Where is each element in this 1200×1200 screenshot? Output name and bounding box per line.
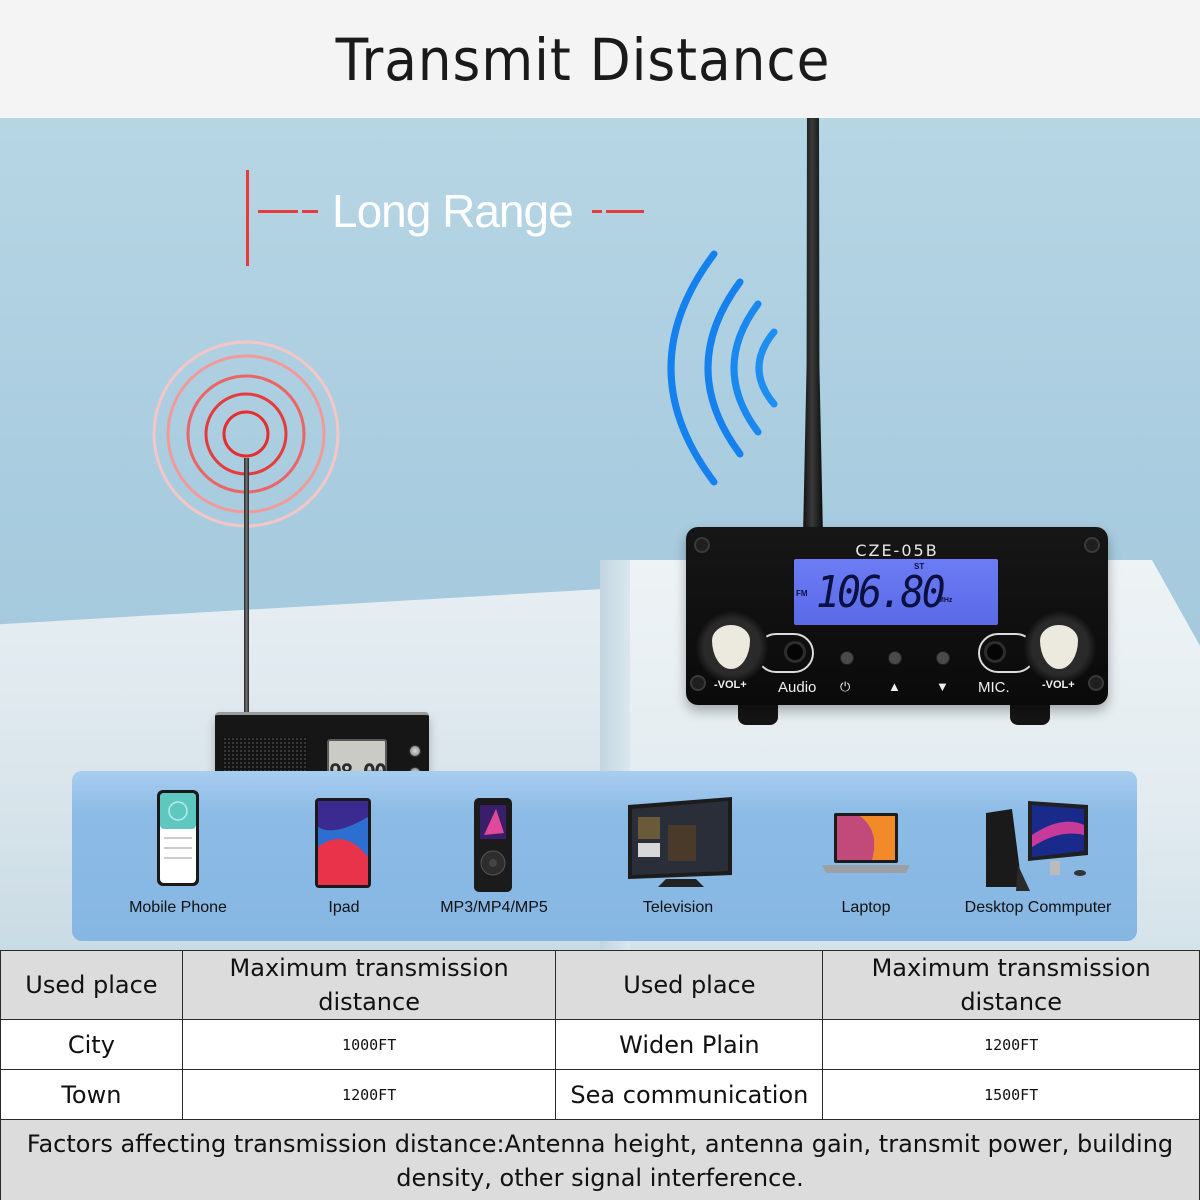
tv-icon [628, 797, 732, 887]
callout-dash [606, 210, 644, 213]
down-arrow-icon: ▼ [936, 679, 949, 694]
power-button [840, 651, 854, 665]
device-media-player: MP3/MP4/MP5 [440, 771, 548, 941]
screw-icon [690, 675, 706, 691]
header-max-distance: Maximum transmission distance [822, 950, 1200, 1020]
place-cell: Widen Plain [555, 1019, 824, 1070]
transmitter-display: FM ST 106.80 MHz [794, 559, 998, 625]
stereo-indicator: ST [914, 562, 925, 571]
down-button [936, 651, 950, 665]
callout-vertical-line [246, 170, 249, 266]
header-used-place: Used place [555, 950, 824, 1020]
right-volume-label: -VOL+ [1042, 679, 1075, 691]
left-volume-label: -VOL+ [714, 679, 747, 691]
tuning-button [409, 745, 421, 757]
title-bar: Transmit Distance [0, 0, 1200, 118]
frequency-readout: 106.80 [816, 567, 946, 618]
device-label: Laptop [841, 899, 891, 916]
table-header-row: Used place Maximum transmission distance… [0, 950, 1200, 1020]
right-volume-knob [1024, 611, 1096, 683]
power-icon: ⏻ [840, 679, 851, 694]
laptop-icon [822, 813, 910, 873]
audio-label: Audio [778, 679, 817, 696]
transmitter-foot [1010, 703, 1050, 725]
device-label: Television [642, 899, 714, 916]
transmission-distance-table: Used place Maximum transmission distance… [0, 950, 1200, 1200]
media-player-icon [474, 798, 512, 892]
device-label: Desktop Commputer [964, 899, 1112, 916]
screw-icon [694, 537, 710, 553]
header-used-place: Used place [0, 950, 183, 1020]
place-cell: Town [0, 1069, 183, 1120]
long-range-label: Long Range [332, 185, 574, 237]
up-button [888, 651, 902, 665]
transmitter-foot [738, 703, 778, 725]
distance-cell: 1000FT [181, 1019, 557, 1070]
distance-cell: 1200FT [822, 1019, 1200, 1070]
factors-note: Factors affecting transmission distance:… [0, 1119, 1200, 1200]
transmitter-antenna [803, 118, 823, 537]
frequency-unit: MHz [938, 597, 953, 604]
device-desktop-computer: Desktop Commputer [965, 771, 1111, 941]
fm-transmitter: CZE-05B FM ST 106.80 MHz -VOL+ Audio ⏻ ▲… [686, 527, 1108, 705]
callout-dash [592, 210, 602, 213]
device-label: Mobile Phone [129, 899, 227, 916]
device-label: Ipad [328, 899, 360, 916]
header-max-distance: Maximum transmission distance [181, 950, 557, 1020]
screw-icon [1088, 675, 1104, 691]
place-cell: City [0, 1019, 183, 1070]
distance-cell: 1500FT [822, 1069, 1200, 1120]
mic-jack [984, 641, 1006, 663]
table-row: City 1000FT Widen Plain 1200FT [0, 1019, 1200, 1070]
table-note-row: Factors affecting transmission distance:… [0, 1119, 1200, 1200]
radio-antenna [244, 458, 249, 714]
model-name: CZE-05B [855, 541, 939, 560]
device-label: MP3/MP4/MP5 [440, 899, 548, 916]
callout-dash [258, 210, 298, 213]
distance-cell: 1200FT [181, 1069, 557, 1120]
device-mobile-phone: Mobile Phone [128, 771, 228, 941]
screw-icon [1084, 537, 1100, 553]
phone-icon [157, 790, 199, 886]
device-ipad: Ipad [294, 771, 394, 941]
callout-dash [302, 210, 318, 213]
place-cell: Sea communication [555, 1069, 824, 1120]
tablet-icon [315, 798, 371, 888]
device-television: Television [622, 771, 734, 941]
band-indicator: FM [796, 589, 808, 598]
broadcast-waves-icon [667, 250, 778, 486]
mic-label: MIC. [978, 679, 1010, 696]
device-laptop: Laptop [816, 771, 916, 941]
desktop-icon [986, 801, 1088, 891]
compatible-devices-panel: Mobile Phone Ipad MP3/MP4/MP5 Telev [72, 771, 1137, 941]
left-volume-knob [696, 611, 768, 683]
up-arrow-icon: ▲ [888, 679, 901, 694]
table-row: Town 1200FT Sea communication 1500FT [0, 1069, 1200, 1120]
audio-jack [784, 641, 806, 663]
page-title: Transmit Distance [335, 26, 831, 94]
